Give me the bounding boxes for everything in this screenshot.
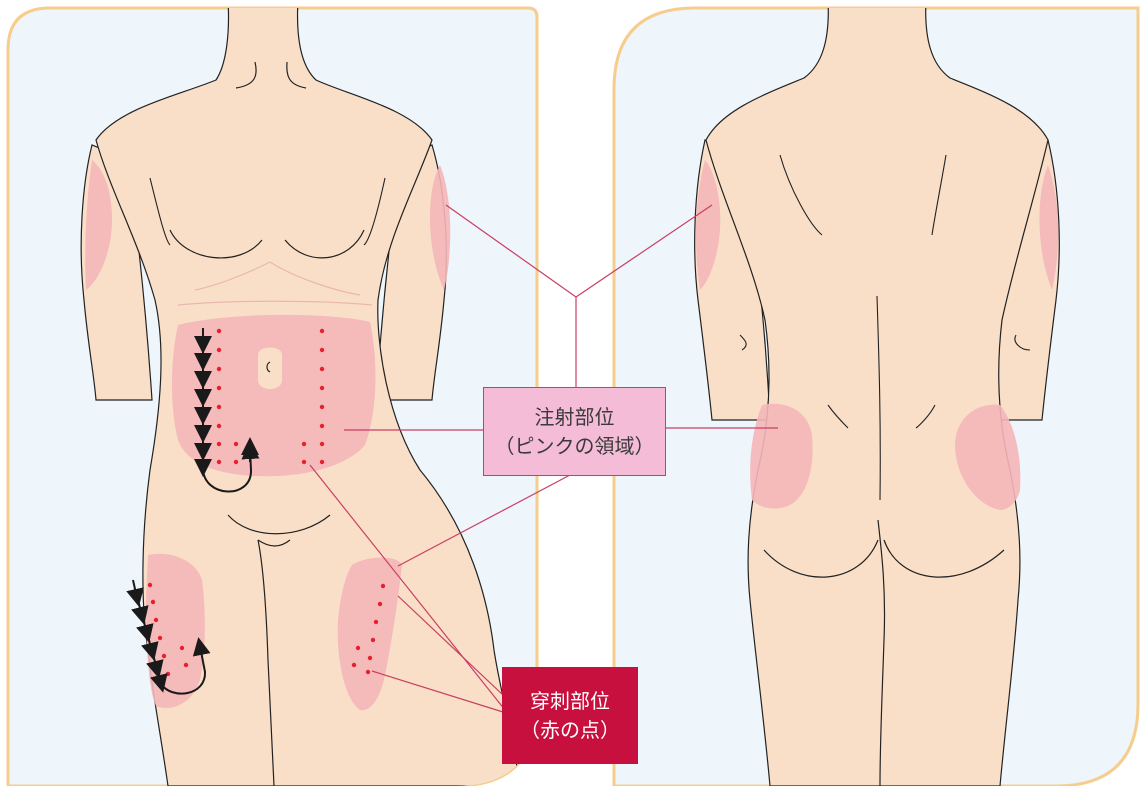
right-thigh-zone [146,554,205,708]
front-body-panel [8,0,537,786]
injection-site-label: 注射部位 （ピンクの領域） [483,387,666,476]
puncture-site-label: 穿刺部位 （赤の点） [502,667,638,764]
navel-area [258,348,282,390]
injection-label-line1: 注射部位 [535,403,615,432]
back-body-panel [614,0,1138,786]
puncture-label-line2: （赤の点） [520,716,620,745]
puncture-label-line1: 穿刺部位 [530,687,610,716]
injection-label-line2: （ピンクの領域） [495,432,655,461]
